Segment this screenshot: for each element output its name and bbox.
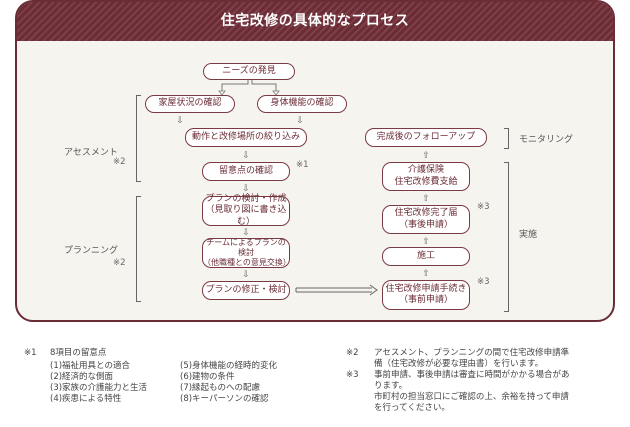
footnote-item: (2)経済的な側面 <box>50 372 114 382</box>
arrow-down-icon: ⇩ <box>296 116 304 126</box>
footnote-item: (1)福祉用具との適合 <box>50 361 130 371</box>
footnote-line: アセスメント、プランニングの間で住宅改修申請準 <box>374 348 570 358</box>
arrow-down-icon: ⇩ <box>242 184 250 194</box>
mark-2: ※2 <box>113 157 126 167</box>
arrow-down-icon: ⇩ <box>242 270 250 280</box>
footnote-line: 市町村の担当窓口にご確認の上、余裕を持って申請 <box>374 392 569 402</box>
phase-planning: プランニング <box>64 246 119 256</box>
phase-assessment: アセスメント <box>64 148 118 158</box>
arrow-up-icon: ⇧ <box>422 237 430 247</box>
node-line: 住宅改修完了届 <box>394 208 458 219</box>
node-line: （事前申請） <box>398 295 453 305</box>
footnote-line: ります。 <box>374 381 408 391</box>
footnote-title: 8項目の留意点 <box>50 348 107 358</box>
bracket-planning <box>136 196 141 302</box>
node-line: プランの検討・作成 <box>205 194 287 205</box>
footnote-item: (4)疾患による特性 <box>50 394 122 404</box>
node-points-check: 留意点の確認 <box>202 162 290 181</box>
node-needs: ニーズの発見 <box>203 63 295 80</box>
panel-title: 住宅改修の具体的なプロセス <box>17 2 613 41</box>
split-connector <box>218 80 280 96</box>
arrow-up-icon: ⇧ <box>422 151 430 161</box>
footnote-item: (7)縁起ものへの配慮 <box>180 383 261 393</box>
node-narrow-down: 動作と改修場所の絞り込み <box>185 128 307 147</box>
node-line: （他職種との意見交換） <box>203 258 291 267</box>
footnote-line: を行ってください。 <box>374 403 450 413</box>
footnote-line: 事前申請、事後申請は審査に時間がかかる場合があ <box>374 370 570 380</box>
arrow-up-icon: ⇧ <box>422 269 430 279</box>
node-line: 住宅改修申請手続き <box>385 283 467 294</box>
phase-implementation: 実施 <box>519 230 538 240</box>
mark-2: ※2 <box>113 258 126 268</box>
footnote-col-1: (1)福祉用具との適合 (2)経済的な側面 (3)家族の介護能力と生活 (4)疾… <box>50 361 147 405</box>
node-house-check: 家屋状況の確認 <box>145 95 235 113</box>
node-plan-create: プランの検討・作成 （見取り図に書き込む） <box>202 194 290 227</box>
process-panel: 住宅改修の具体的なプロセス <box>15 0 615 322</box>
footnote-item: (8)キーパーソンの確認 <box>180 394 269 404</box>
node-line: 介護保険 <box>407 165 444 176</box>
mark-3: ※3 <box>477 202 490 212</box>
footnote-item: (5)身体機能の経時的変化 <box>180 361 278 371</box>
arrow-up-icon: ⇧ <box>422 194 430 204</box>
arrow-down-icon: ⇩ <box>176 116 184 126</box>
footnote-item: (3)家族の介護能力と生活 <box>50 383 148 393</box>
bracket-implementation <box>504 162 509 312</box>
node-line: チームによるプランの検討 <box>206 238 286 257</box>
node-construction: 施工 <box>382 247 470 266</box>
bracket-monitoring <box>504 128 509 149</box>
node-application: 住宅改修申請手続き （事前申請） <box>382 280 470 310</box>
footnote-item: (6)建物の条件 <box>180 372 235 382</box>
footnote-line: 備（住宅改修が必要な理由書）を行います。 <box>374 359 544 369</box>
mark-3: ※3 <box>477 277 490 287</box>
footnote-mark: ※2 <box>346 348 359 358</box>
phase-monitoring: モニタリング <box>519 135 574 145</box>
node-plan-team: チームによるプランの検討 （他職種との意見交換） <box>202 238 291 268</box>
node-body-check: 身体機能の確認 <box>257 95 347 113</box>
footnote-col-2: (5)身体機能の経時的変化 (6)建物の条件 (7)縁起ものへの配慮 (8)キー… <box>180 361 277 405</box>
arrow-down-icon: ⇩ <box>242 151 250 161</box>
node-line: （事後申請） <box>398 219 453 230</box>
node-followup: 完成後のフォローアップ <box>365 128 487 147</box>
arrow-down-icon: ⇩ <box>242 228 250 238</box>
node-insurance-payment: 介護保険 住宅改修費支給 <box>382 162 470 191</box>
node-line: 住宅改修費支給 <box>394 176 458 187</box>
node-line: （見取り図に書き込む） <box>205 205 287 227</box>
footnote-mark: ※3 <box>346 370 359 380</box>
node-completion-report: 住宅改修完了届 （事後申請） <box>382 205 470 234</box>
footnote-mark: ※1 <box>24 348 37 358</box>
arrow-right-icon <box>295 284 378 296</box>
mark-1: ※1 <box>296 160 309 170</box>
node-plan-revise: プランの修正・検討 <box>202 281 290 300</box>
bracket-assessment <box>136 95 141 182</box>
